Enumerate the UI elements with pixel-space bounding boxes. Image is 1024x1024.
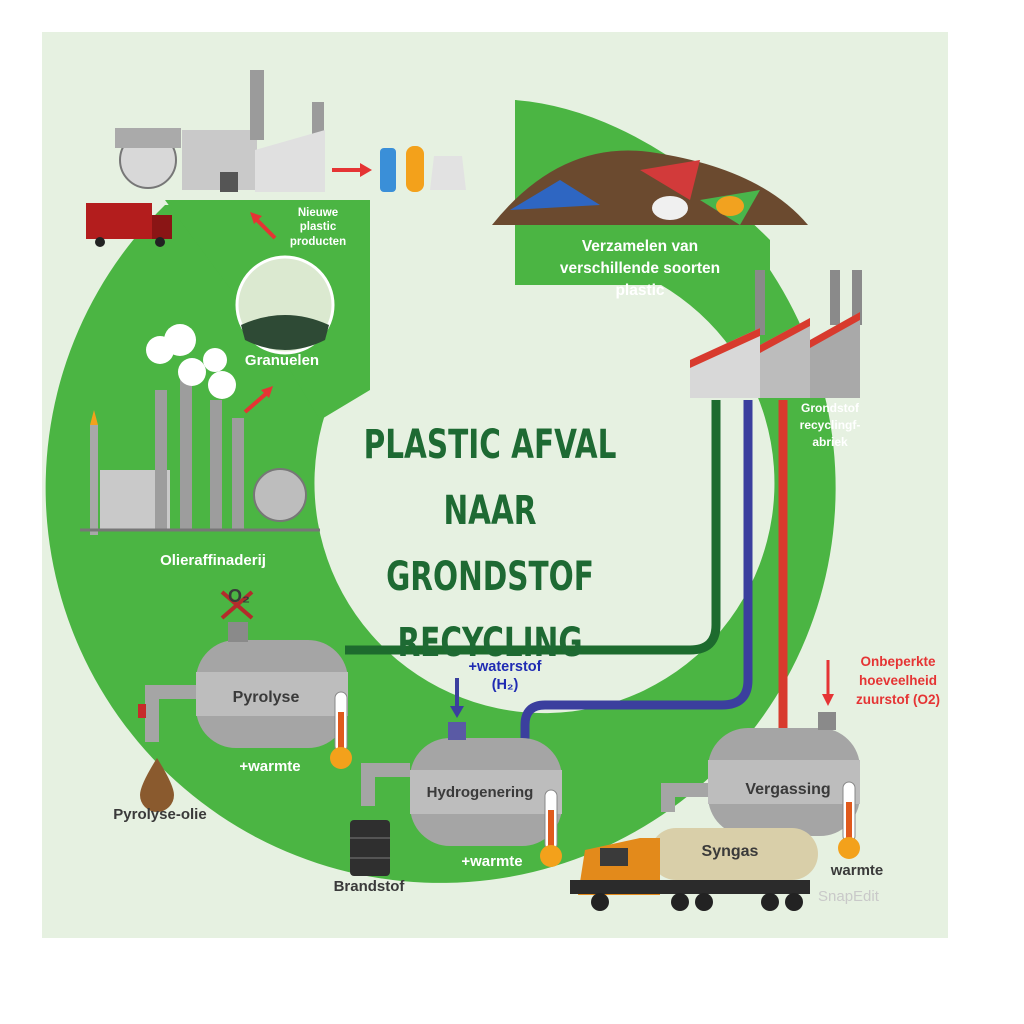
thermometer-icon-3: [838, 781, 860, 859]
refinery-label: Olieraffinaderij: [160, 552, 266, 569]
granules-label: Granuelen: [244, 352, 320, 369]
pipe-green: [345, 400, 721, 655]
hydrogen-line-2: (H₂): [491, 677, 519, 693]
hydrogenation-label: Hydrogenering: [426, 784, 534, 801]
arrow-up-right-icon: [243, 386, 273, 414]
title-line-1: PLASTIC AFVAL NAAR: [363, 422, 617, 534]
hydrogenation-tank-icon: [361, 722, 562, 846]
new-products-label: Nieuwe plastic producten: [278, 206, 358, 249]
new-products-line-1: Nieuwe: [297, 207, 339, 219]
watermark: SnapEdit: [818, 888, 879, 905]
arrow-to-products-icon: [332, 163, 372, 177]
factory-line-3: abriek: [812, 435, 848, 449]
waste-pile-icon: [492, 150, 808, 225]
oil-drop-icon: [140, 758, 174, 812]
pyrolysis-tank-icon: [138, 622, 348, 748]
pyrolysis-oil-label: Pyrolyse-olie: [113, 806, 207, 823]
factory-label: Grondstof recyclingf- abriek: [780, 400, 880, 451]
gasification-tank-icon: [661, 712, 860, 836]
tanker-truck-icon: [570, 828, 818, 911]
pyrolysis-heat-label: +warmte: [239, 758, 301, 775]
refinery-icon: [80, 324, 320, 535]
arrow-down-oxygen-icon: [822, 660, 834, 706]
collection-line-3: plastic: [615, 282, 665, 299]
granules-icon: [235, 255, 335, 355]
thermometer-icon: [330, 691, 352, 769]
fuel-label: Brandstof: [333, 878, 405, 895]
bottle-icon: [380, 146, 466, 192]
hydrogenation-heat-label: +warmte: [461, 853, 523, 870]
recycling-factory-icon: [690, 270, 862, 398]
o2-crossed-icon: [220, 590, 254, 620]
factory-line-2: recyclingf-: [799, 418, 861, 432]
o2-label: O₂: [228, 586, 250, 606]
pipe-blue: [520, 400, 753, 740]
arrow-down-hydrogen-icon: [450, 678, 464, 718]
title-line-3: RECYCLING: [397, 620, 583, 666]
oxygen-line-3: zuurstof (O2): [856, 692, 940, 707]
truck-icon: [86, 203, 172, 247]
oxygen-line-2: hoeveelheid: [858, 673, 938, 688]
gasification-label: Vergassing: [745, 781, 831, 798]
arrow-up-icon: [250, 212, 277, 240]
barrel-icon: [350, 820, 390, 876]
gasification-heat-label: warmte: [830, 862, 884, 879]
title-line-2: GRONDSTOF: [386, 554, 594, 600]
hydrogen-line-1: +waterstof: [468, 659, 542, 675]
new-products-line-3: producten: [289, 235, 347, 248]
new-products-line-2: plastic: [299, 221, 337, 234]
collection-label: Verzamelen van verschillende soorten pla…: [520, 236, 760, 302]
thermometer-icon-2: [540, 789, 562, 867]
oxygen-line-1: Onbeperkte: [860, 654, 936, 669]
hydrogen-label: +waterstof (H₂): [440, 658, 570, 694]
diagram-title: PLASTIC AFVAL NAAR GRONDSTOF RECYCLING: [334, 412, 646, 676]
oxygen-label: Onbeperkte hoeveelheid zuurstof (O2): [838, 652, 958, 709]
collection-line-1: Verzamelen van: [581, 238, 699, 255]
factory-icon: [115, 70, 325, 192]
factory-line-1: Grondstof: [801, 401, 859, 415]
syngas-label: Syngas: [701, 843, 759, 860]
collection-line-2: verschillende soorten: [559, 260, 721, 277]
pyrolysis-label: Pyrolyse: [232, 689, 300, 706]
